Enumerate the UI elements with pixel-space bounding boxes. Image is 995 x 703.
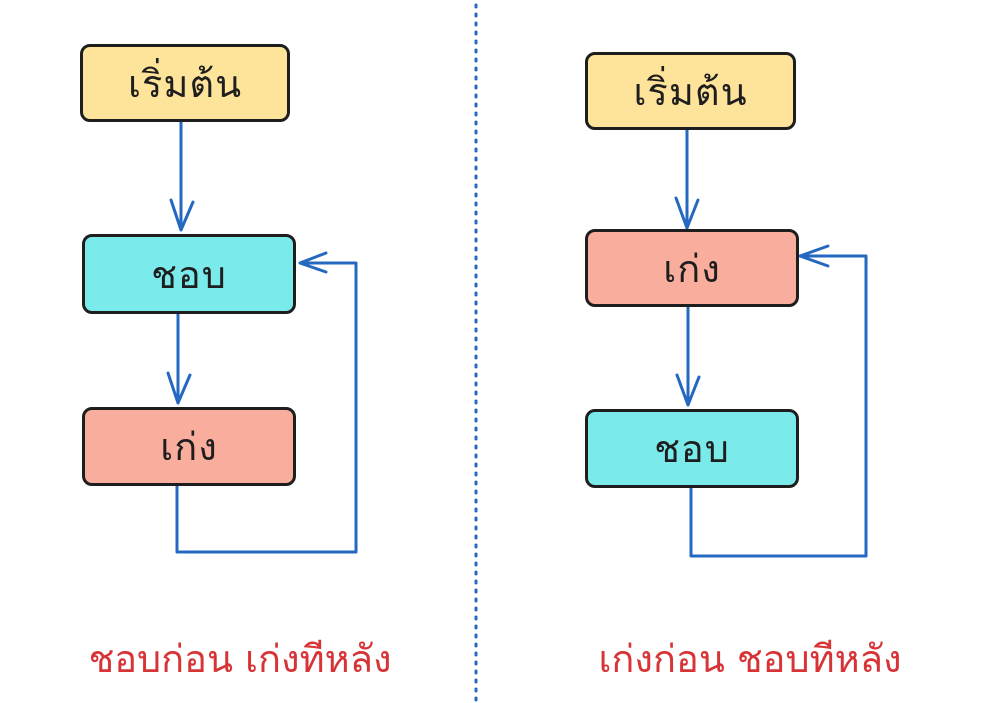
- left-arrow-start-to-first: [169, 120, 195, 232]
- right-like-node: ชอบ: [585, 409, 799, 488]
- right-caption: เก่งก่อน ชอบทีหลัง: [598, 637, 902, 681]
- right-arrow-first-to-second: [675, 305, 701, 407]
- right-arrow-start-to-first: [674, 128, 700, 230]
- right-arrows: [674, 128, 868, 558]
- right-start-node: เริ่มต้น: [585, 52, 796, 130]
- left-skill-node: เก่ง: [82, 407, 296, 486]
- left-loop-arrow: [175, 251, 358, 554]
- left-like-node: ชอบ: [82, 234, 296, 314]
- right-loop-arrow: [689, 244, 868, 558]
- left-start-node: เริ่มต้น: [80, 44, 290, 122]
- left-arrow-first-to-second: [166, 312, 192, 405]
- left-arrows: [166, 120, 358, 554]
- right-skill-node: เก่ง: [585, 229, 799, 307]
- left-caption: ชอบก่อน เก่งทีหลัง: [88, 637, 392, 681]
